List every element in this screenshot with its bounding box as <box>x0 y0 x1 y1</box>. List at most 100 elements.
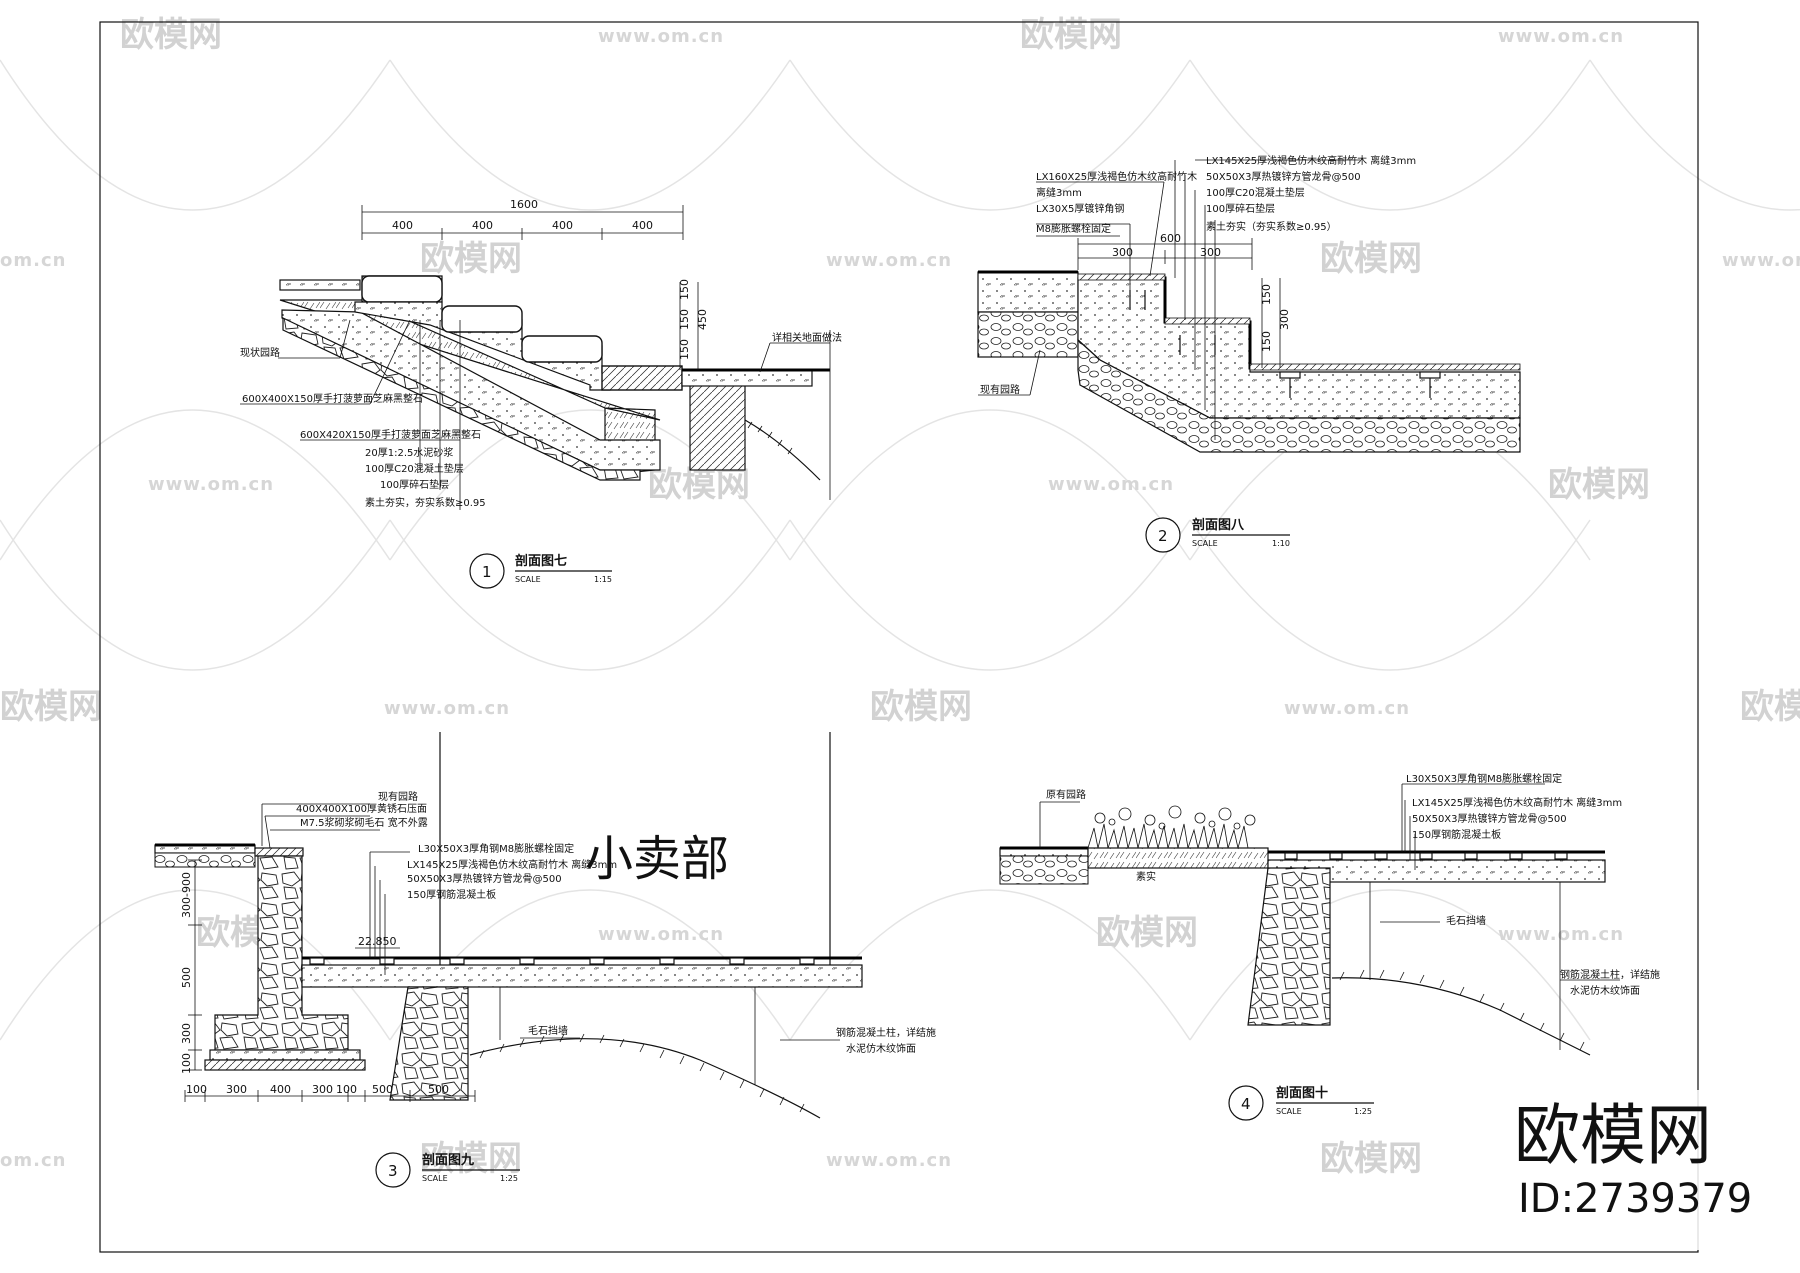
note-step-stone-2: 600X420X150厚手打菠萝面芝麻黑整石 <box>300 428 481 441</box>
note-wall: 毛石挡墙 <box>1446 914 1486 927</box>
section-1-drawing: 1600 400 400 400 400 150 150 450 150 <box>240 198 842 589</box>
section-title: 剖面图九 <box>422 1152 474 1168</box>
watermark-logo: 欧模网 <box>420 239 522 279</box>
section-title: 剖面图七 <box>515 553 567 569</box>
note-column: 钢筋混凝土柱，详结施 <box>1560 968 1660 981</box>
scale-value: 1:10 <box>1272 539 1290 548</box>
brand-backdrop <box>1508 1090 1748 1250</box>
dim-150: 150 <box>678 339 691 360</box>
building-label: 小卖部 <box>585 831 729 887</box>
dim-150: 150 <box>1260 284 1273 305</box>
section-2-drawing: 600 300 300 150 300 150 <box>977 154 1521 553</box>
dim-300: 300 <box>226 1083 247 1096</box>
watermark-logo: 欧模网 <box>648 465 750 505</box>
dim-1600: 1600 <box>510 198 538 211</box>
note-c20: 100厚C20混凝土垫层 <box>1206 186 1305 199</box>
note-steel-tube: 50X50X3厚热镀锌方管龙骨@500 <box>1206 170 1361 183</box>
watermark-texts: 欧模网 欧模网 www.om.cn www.om.cn om.cn www.om… <box>0 15 1800 1179</box>
section-number: 4 <box>1241 1095 1251 1113</box>
watermark-url: www.om.cn <box>1284 698 1410 719</box>
watermark-logo: 欧模网 <box>1740 687 1800 727</box>
dim-150: 150 <box>1260 331 1273 352</box>
watermark-url: www.om.cn <box>826 250 952 271</box>
note-gravel: 100厚碎石垫层 <box>1206 202 1275 215</box>
note-angle-steel: L30X50X3厚角钢M8膨胀螺栓固定 <box>1406 772 1562 785</box>
section-number: 2 <box>1158 527 1168 545</box>
note-column-finish: 水泥仿木纹饰面 <box>846 1042 916 1055</box>
note-existing-path: 现有园路 <box>980 383 1020 396</box>
planting-shrubs <box>1087 805 1256 849</box>
section-3-drawing: 小卖部 300-900 500 300 100 <box>154 732 936 1188</box>
watermark-url: www.om.cn <box>598 26 724 47</box>
note-existing-path: 原有园路 <box>1046 788 1086 801</box>
note-steel-tube: 50X50X3厚热镀锌方管龙骨@500 <box>407 872 562 885</box>
watermark-url: www.om.cn <box>1498 26 1624 47</box>
note-compacted: 素实 <box>1136 870 1156 883</box>
note-column-finish: 水泥仿木纹饰面 <box>1570 984 1640 997</box>
note-slab: 150厚钢筋混凝土板 <box>1412 828 1501 841</box>
dim-400: 400 <box>632 219 653 232</box>
dim-100: 100 <box>186 1083 207 1096</box>
section-number-circle <box>1145 517 1181 553</box>
watermark-logo: 欧模网 <box>1096 913 1198 953</box>
note-gap: 离缝3mm <box>1036 186 1082 199</box>
dim-600: 600 <box>1160 232 1181 245</box>
watermark-url: om.cn <box>0 1150 66 1171</box>
dim-500: 500 <box>372 1083 393 1096</box>
elevation-label: 22.850 <box>358 935 397 948</box>
note-slab: 150厚钢筋混凝土板 <box>407 888 496 901</box>
section-number: 1 <box>482 563 492 581</box>
note-gravel: 100厚碎石垫层 <box>380 478 449 491</box>
watermark-url: www.om.cn <box>826 1150 952 1171</box>
dim-400: 400 <box>270 1083 291 1096</box>
scale-value: 1:25 <box>1354 1107 1372 1116</box>
note-soil: 素土夯实（夯实系数≥0.95） <box>1206 220 1337 233</box>
dim-300: 300 <box>1112 246 1133 259</box>
dim-300: 300 <box>312 1083 333 1096</box>
note-wood-l145: LX145X25厚浅褐色仿木纹高耐竹木 离缝3mm <box>407 858 617 871</box>
section-number: 3 <box>388 1162 398 1180</box>
note-ground-ref: 详相关地面做法 <box>772 331 842 344</box>
dim-400: 400 <box>392 219 413 232</box>
watermark-logo: 欧模网 <box>1020 15 1122 55</box>
section-title: 剖面图八 <box>1192 517 1245 533</box>
note-wall: 毛石挡墙 <box>528 1024 568 1037</box>
dim-300: 300 <box>1278 309 1291 330</box>
dim-500: 500 <box>180 967 193 988</box>
note-angle-steel: LX30X5厚镀锌角钢 <box>1036 202 1124 215</box>
note-bolt: M8膨胀螺栓固定 <box>1036 222 1111 235</box>
section-number-circle <box>375 1152 411 1188</box>
dim-400: 400 <box>552 219 573 232</box>
watermark-logo: 欧模网 <box>120 15 222 55</box>
section-number-circle <box>1228 1085 1264 1121</box>
watermark-url: www.om.cn <box>1048 474 1174 495</box>
section-title: 剖面图十 <box>1276 1085 1328 1101</box>
dim-100: 100 <box>336 1083 357 1096</box>
scale-value: 1:25 <box>500 1174 518 1183</box>
dim-450: 450 <box>696 309 709 330</box>
dim-150: 150 <box>678 279 691 300</box>
watermark-logo: 欧模网 <box>420 1139 522 1179</box>
scale-label: SCALE <box>515 575 541 584</box>
note-step-stone-1: 600X400X150厚手打菠萝面芝麻黑整石 <box>242 392 423 405</box>
dim-500: 500 <box>428 1083 449 1096</box>
brand-id: ID:2739379 <box>1518 1176 1752 1222</box>
note-wood-l145: LX145X25厚浅褐色仿木纹高耐竹木 离缝3mm <box>1412 796 1622 809</box>
watermark-logo: 欧模网 <box>870 687 972 727</box>
scale-label: SCALE <box>1192 539 1218 548</box>
note-mortar: 20厚1:2.5水泥砂浆 <box>365 446 453 459</box>
dim-150: 150 <box>678 309 691 330</box>
watermark-url: www.om.cn <box>148 474 274 495</box>
note-existing-path: 现状园路 <box>240 346 280 359</box>
watermark-url: www.om.cn <box>1498 924 1624 945</box>
note-angle-steel: L30X50X3厚角钢M8膨胀螺栓固定 <box>418 842 574 855</box>
section-number-circle <box>469 553 505 589</box>
dim-300-900: 300-900 <box>180 872 193 918</box>
note-wood-l145: LX145X25厚浅褐色仿木纹高耐竹木 离缝3mm <box>1206 154 1416 167</box>
scale-label: SCALE <box>422 1174 448 1183</box>
watermark-logo: 欧模网 <box>1548 465 1650 505</box>
note-rubble: M7.5浆砌浆砌毛石 宽不外露 <box>300 816 428 829</box>
drawing-frame <box>99 21 1699 1253</box>
watermark-logo: 欧模网 <box>1320 239 1422 279</box>
